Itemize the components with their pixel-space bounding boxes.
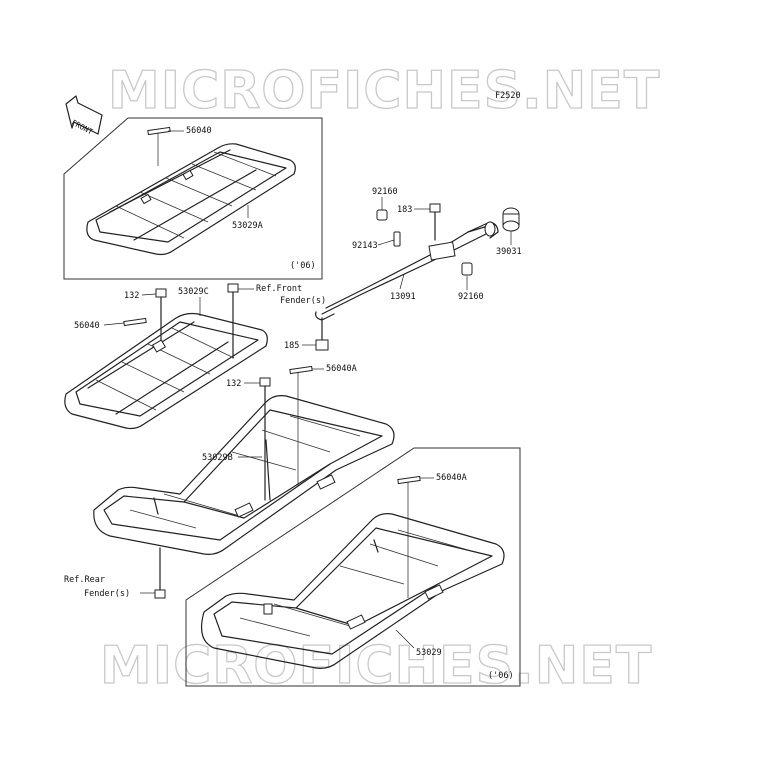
label-92160-a: 92160 (372, 187, 398, 197)
label-56040A-a: 56040A (326, 364, 357, 374)
bolt-ref-rear-fender (154, 547, 166, 599)
rack-53029C (64, 312, 268, 430)
label-185: 185 (284, 341, 299, 351)
label-ref-rear-2: Fender(s) (84, 589, 130, 599)
label-ref-front-2: Fender(s) (280, 296, 326, 306)
label-183: 183 (397, 205, 412, 215)
collar-92160-a (376, 209, 388, 221)
rack-53029B (93, 395, 395, 555)
front-arrow-icon: FRONT (65, 95, 103, 137)
rack-53029 (201, 513, 505, 669)
label-53029A: 53029A (232, 221, 263, 231)
decal-56040A-b (397, 475, 421, 485)
watermark-top: MICROFICHES.NET (108, 61, 660, 121)
collar-92160-b (461, 262, 473, 276)
bolt-185 (315, 317, 329, 351)
label-year-a: ('06) (290, 261, 316, 271)
label-56040-mid: 56040 (74, 321, 100, 331)
label-56040-top: 56040 (186, 126, 212, 136)
decal-56040A-a (289, 365, 313, 375)
label-53029B: 53029B (202, 453, 233, 463)
label-53029: 53029 (416, 648, 442, 658)
box-rack-53029A: 56040 53029A ('06) (63, 117, 323, 280)
stay-13091-assembly (315, 203, 520, 351)
label-132-b: 132 (226, 379, 241, 389)
label-56040A-b: 56040A (436, 473, 467, 483)
bolt-ref-front-fender (227, 283, 239, 359)
label-ref-front-1: Ref.Front (256, 284, 302, 294)
bolt-132-a (155, 288, 167, 341)
bolt-132-b (259, 377, 271, 501)
figure-code: F2520 (495, 91, 521, 101)
label-ref-rear-1: Ref.Rear (64, 575, 105, 585)
decal-56040-top (147, 126, 171, 136)
label-132-a: 132 (124, 291, 139, 301)
label-92143: 92143 (352, 241, 378, 251)
front-label: FRONT (70, 118, 95, 137)
label-year-b: ('06) (488, 671, 514, 681)
decal-56040-mid (123, 317, 147, 327)
collar-92143 (393, 231, 401, 247)
label-92160-b: 92160 (458, 292, 484, 302)
grommet-39031 (502, 207, 520, 232)
label-39031: 39031 (496, 247, 522, 257)
label-53029C: 53029C (178, 287, 209, 297)
label-13091: 13091 (390, 292, 416, 302)
rack-53029A (86, 143, 296, 256)
box-rack-53029: 56040A 53029 ('06) (185, 447, 521, 687)
bolt-183 (429, 203, 441, 241)
watermark-bottom: MICROFICHES.NET (100, 636, 652, 696)
